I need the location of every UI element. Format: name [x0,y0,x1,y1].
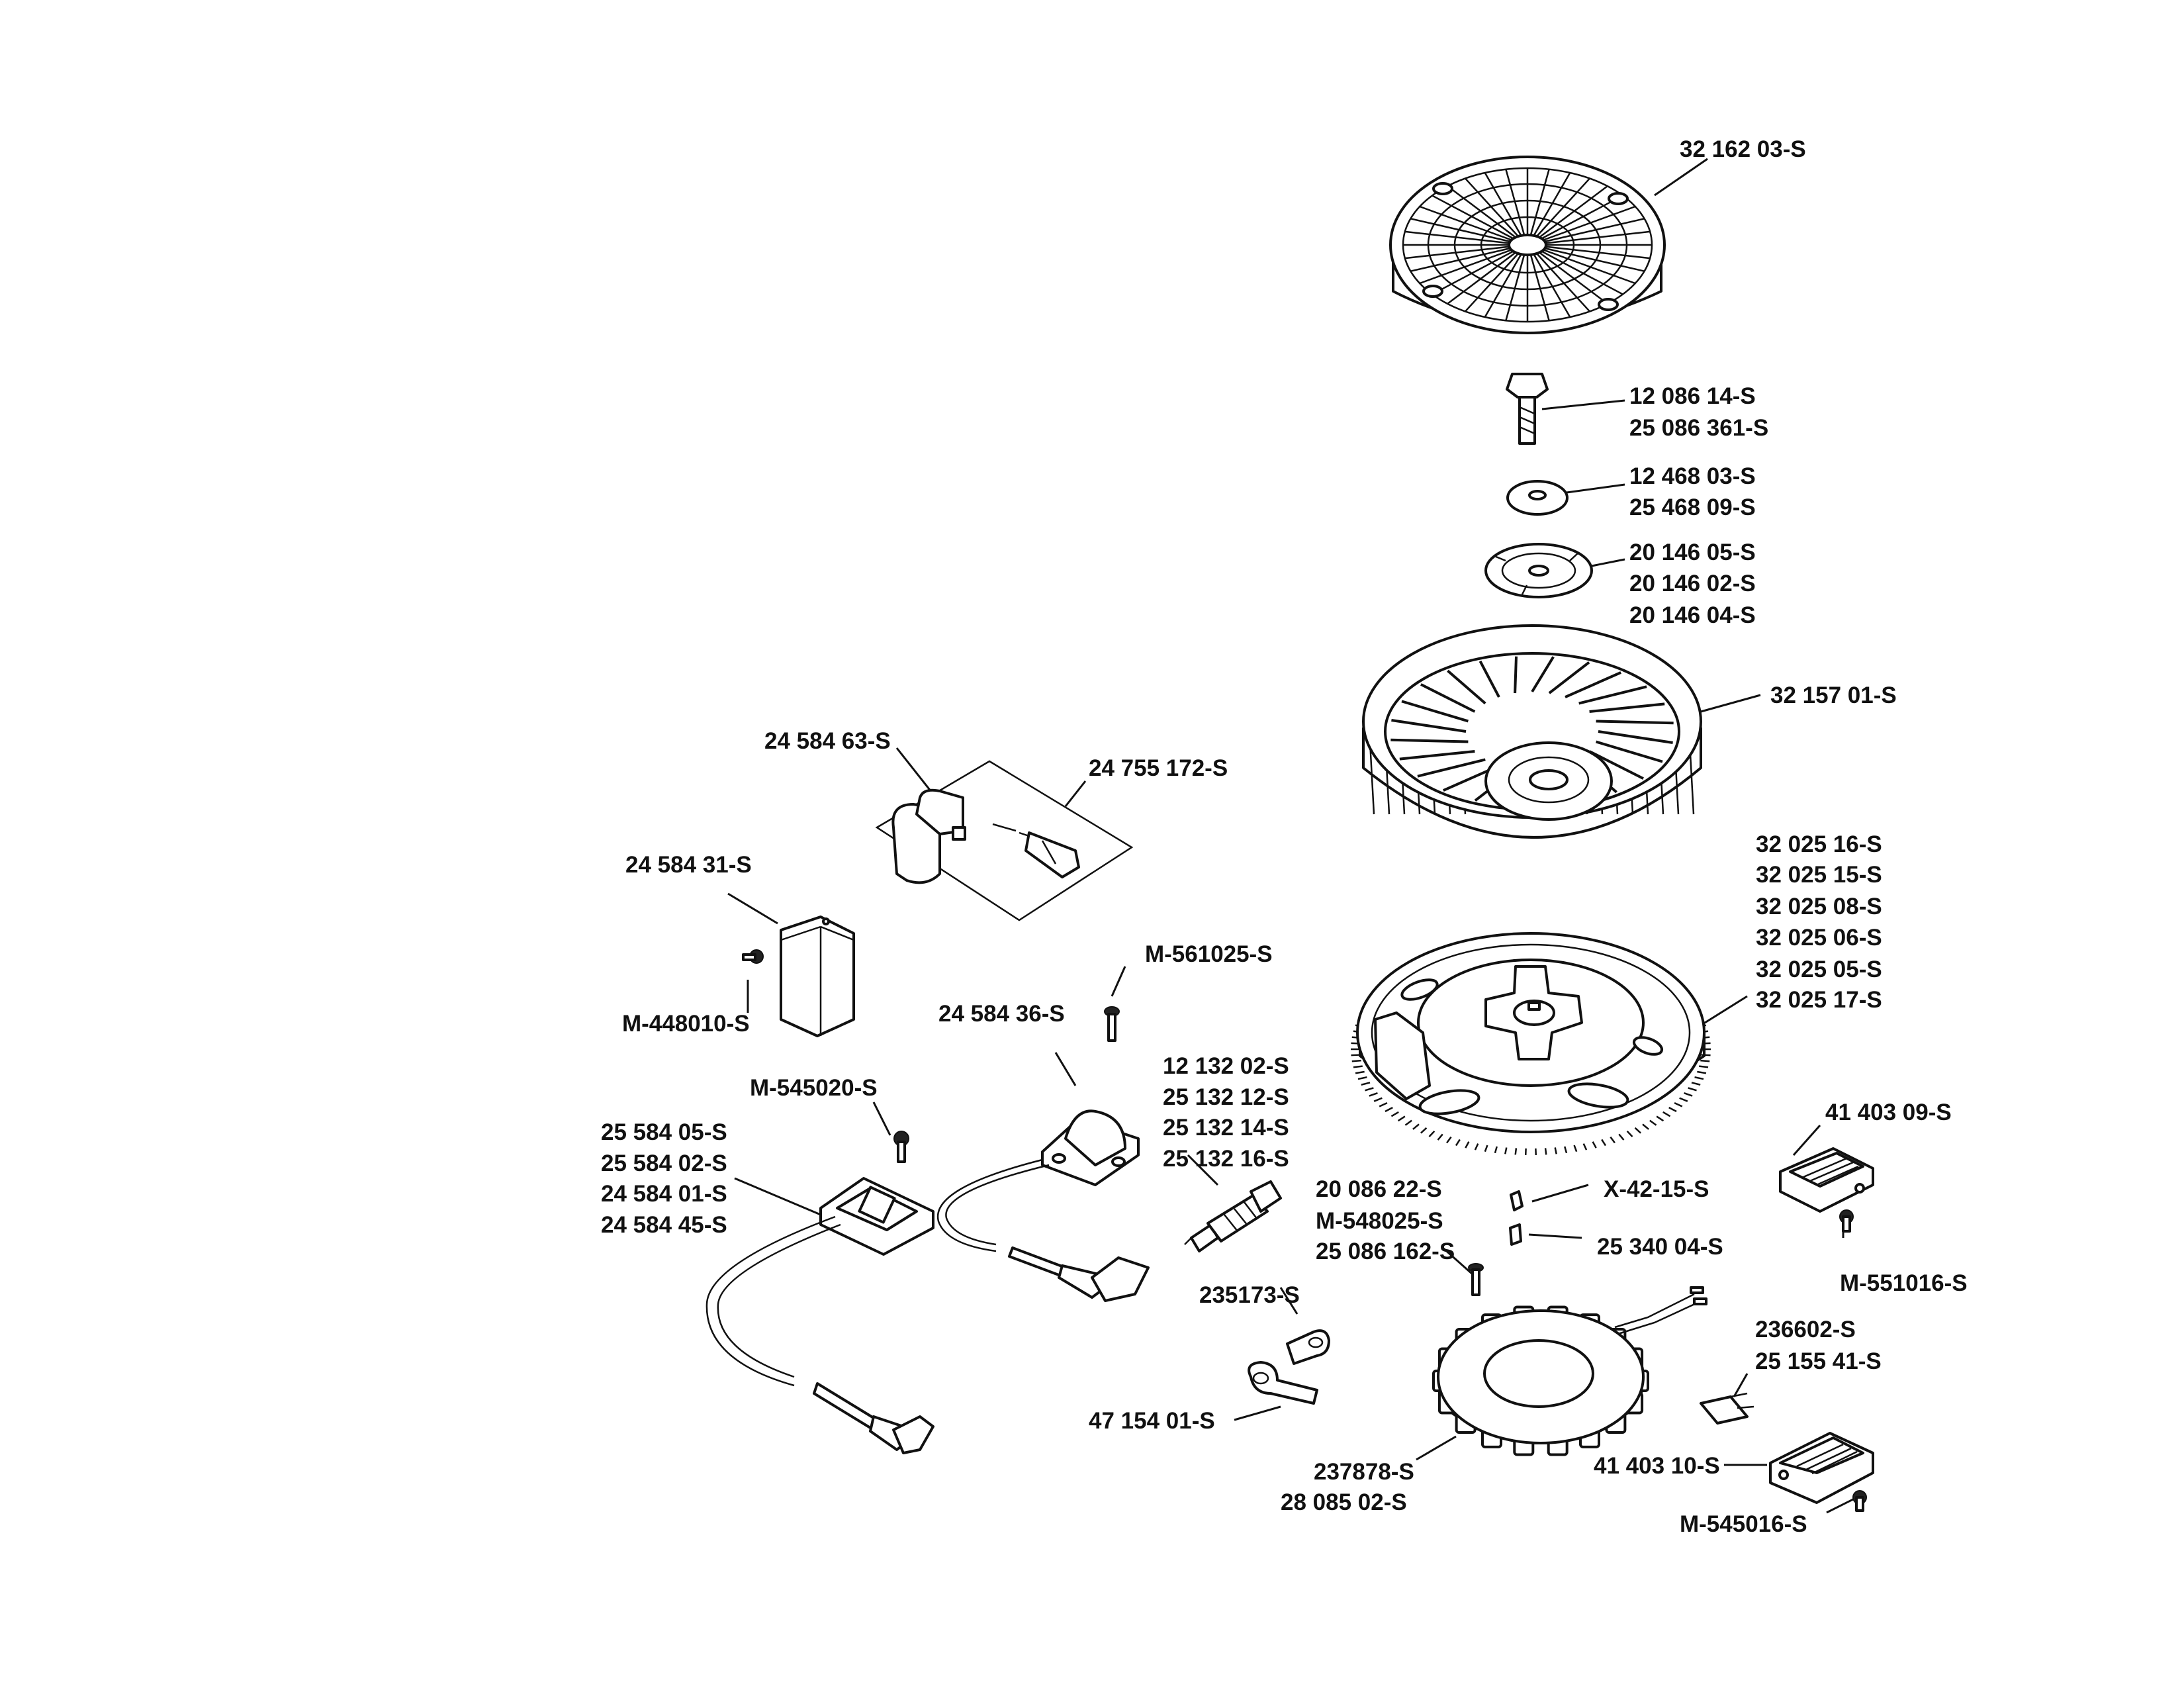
label-key-x42: X-42-15-S [1604,1176,1709,1202]
label-stator-1: 237878-S [1314,1459,1414,1485]
fan-screen-drawing [1389,156,1666,334]
ignition-coil-drawing [936,1109,1150,1302]
label-flywheel-1: 32 025 16-S [1756,831,1882,857]
label-adapter-plate-1: 20 146 05-S [1629,539,1756,565]
label-ignition-coil-left-3: 24 584 01-S [601,1181,727,1207]
ignition-coil-left-drawing [705,1177,934,1454]
diode-drawing [1700,1392,1754,1425]
label-coil-kit: 24 584 63-S [764,728,891,754]
label-stator-screw-1: 20 086 22-S [1316,1176,1442,1202]
label-flywheel-3: 32 025 08-S [1756,894,1882,919]
stator-screw-drawing [1468,1263,1484,1296]
label-coil-kit-lead: 24 755 172-S [1089,755,1228,781]
label-fan: 32 157 01-S [1770,682,1897,708]
rectifier-top-drawing [1779,1147,1874,1213]
coil-kit-drawing [875,760,1134,921]
label-flywheel-5: 32 025 05-S [1756,957,1882,982]
label-flywheel-6: 32 025 17-S [1756,987,1882,1013]
clip-large-drawing [1248,1361,1318,1405]
label-stator-screw-2: M-548025-S [1316,1208,1443,1234]
flywheel-drawing [1351,932,1711,1155]
adapter-plate-drawing [1484,543,1593,598]
labels: 32 162 03-S 12 086 14-S 25 086 361-S 12 … [601,136,1968,1537]
label-screw-coil-left: M-545020-S [750,1075,878,1101]
label-ignition-coil: 24 584 36-S [938,1001,1065,1027]
label-adapter-plate-3: 20 146 04-S [1629,602,1756,628]
label-screw-module: M-448010-S [622,1011,750,1037]
label-rectifier-top: 41 403 09-S [1825,1100,1952,1125]
flywheel-bolt-drawing [1506,373,1549,445]
label-stator-screw-3: 25 086 162-S [1316,1239,1455,1264]
label-screw-rectifier-bottom: M-545016-S [1680,1511,1807,1537]
rectifier-bottom-drawing [1769,1432,1874,1504]
label-key-25340: 25 340 04-S [1597,1234,1723,1260]
label-screw-rectifier-top: M-551016-S [1840,1270,1968,1296]
screw-rectifier-bottom-drawing [1852,1490,1867,1512]
label-spark-plug-4: 25 132 16-S [1163,1146,1289,1172]
label-fan-screen: 32 162 03-S [1680,136,1806,162]
label-adapter-plate-2: 20 146 02-S [1629,571,1756,596]
screw-coil-left-drawing [893,1131,909,1163]
washer-drawing [1506,480,1569,516]
fan-drawing [1362,624,1702,839]
label-spark-plug-1: 12 132 02-S [1163,1053,1289,1079]
keys-drawing [1509,1190,1524,1246]
label-diode-2: 25 155 41-S [1755,1348,1882,1374]
label-washer-2: 25 468 09-S [1629,494,1756,520]
spark-plug-drawing [1184,1180,1282,1252]
label-ignition-coil-left-4: 24 584 45-S [601,1212,727,1238]
label-flywheel-bolt-1: 12 086 14-S [1629,383,1756,409]
stator-drawing [1432,1286,1707,1456]
screw-rectifier-top-drawing [1839,1209,1854,1233]
label-diode-1: 236602-S [1755,1317,1856,1342]
label-spark-plug-2: 25 132 12-S [1163,1084,1289,1110]
label-ignition-coil-left-2: 25 584 02-S [601,1150,727,1176]
label-screw-coil: M-561025-S [1145,941,1273,967]
ignition-module-drawing [780,915,855,1037]
label-clip-small: 235173-S [1199,1282,1300,1308]
label-flywheel-4: 32 025 06-S [1756,925,1882,951]
label-clip-large: 47 154 01-S [1089,1408,1215,1434]
clip-small-drawing [1286,1329,1330,1365]
label-stator-2: 28 085 02-S [1281,1489,1407,1515]
label-spark-plug-3: 25 132 14-S [1163,1115,1289,1141]
screw-module-drawing [742,949,764,964]
label-flywheel-bolt-2: 25 086 361-S [1629,415,1768,441]
leader-lines [727,158,1854,1514]
label-washer-1: 12 468 03-S [1629,463,1756,489]
screw-coil-drawing [1104,1006,1120,1042]
label-ignition-coil-left-1: 25 584 05-S [601,1119,727,1145]
label-rectifier-bottom: 41 403 10-S [1594,1453,1720,1479]
label-ignition-module: 24 584 31-S [625,852,752,878]
label-flywheel-2: 32 025 15-S [1756,862,1882,888]
